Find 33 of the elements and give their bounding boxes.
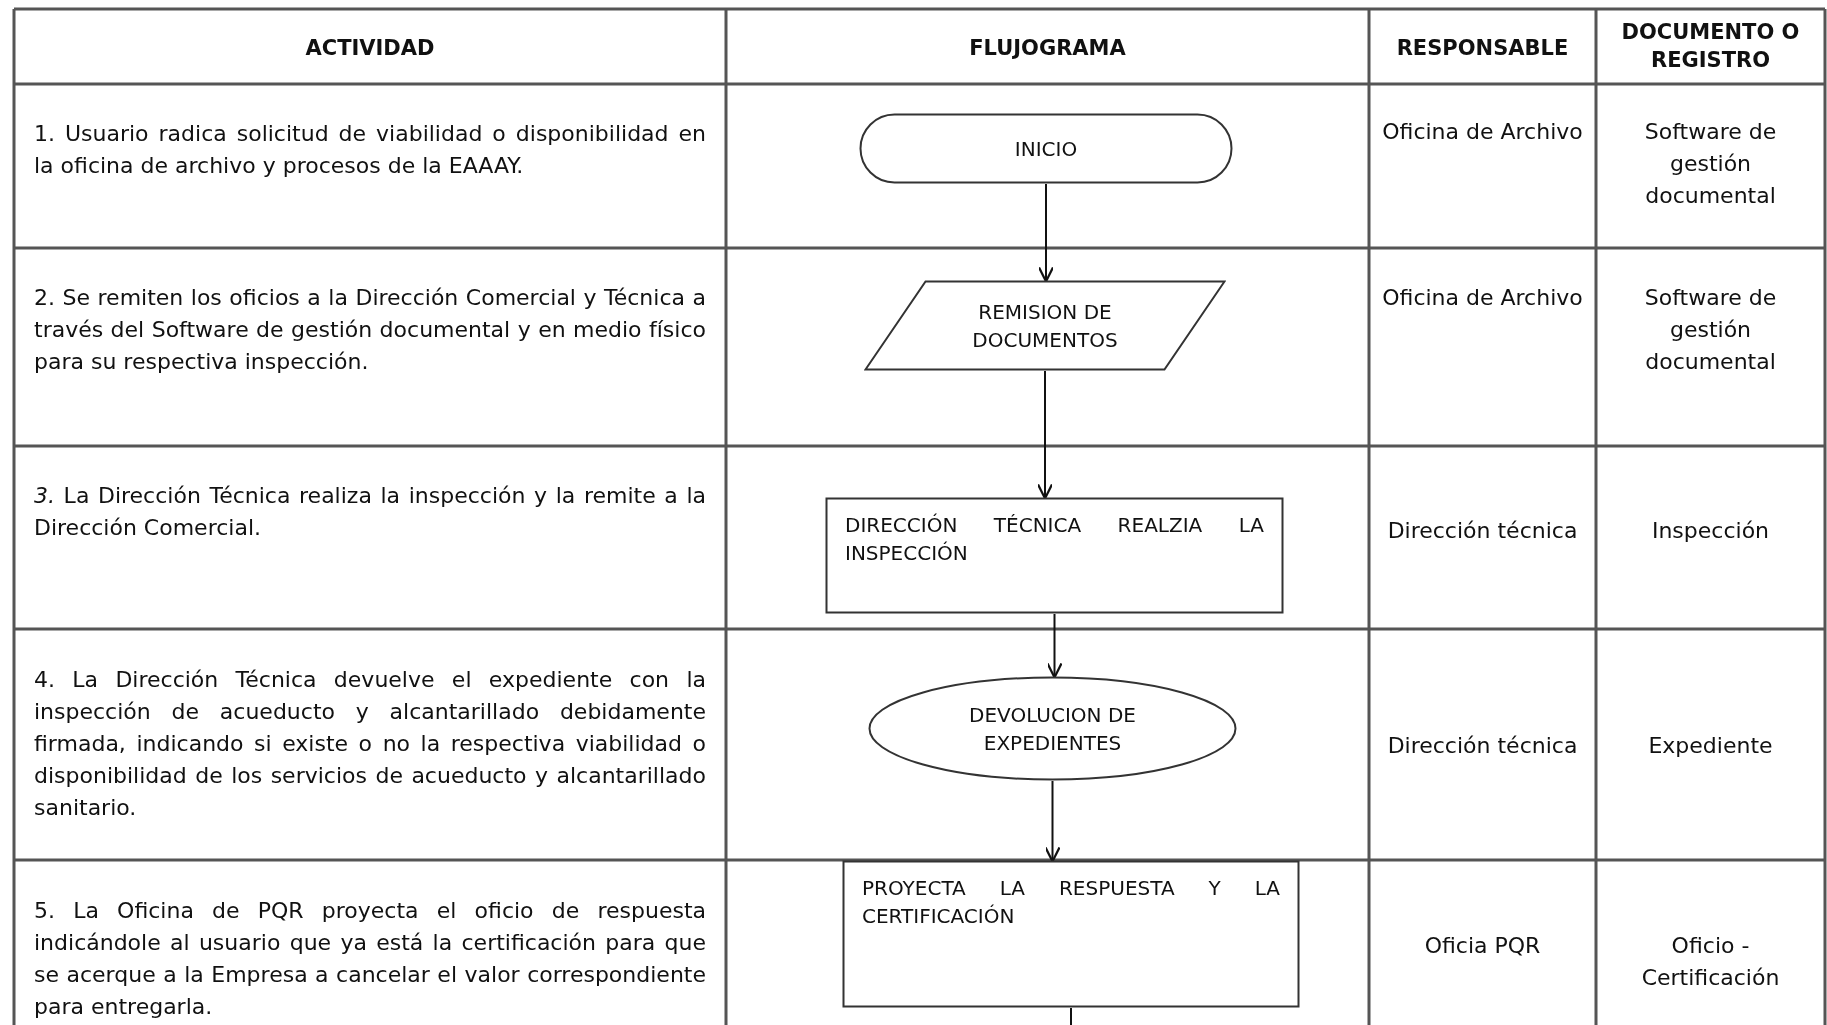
cell-text: Expediente	[1647, 732, 1774, 760]
activity-text: 2. Se remiten los oficios a la Dirección Comercial y Técnica a través del Software de gestión documental y en medio físico para su respectiva inspección.	[34, 284, 706, 376]
cell-text: Oficio - Certificación	[1640, 932, 1781, 992]
cell-text: Oficia PQR	[1423, 932, 1542, 960]
activity-text: 5. La Oficina de PQR proyecta el oficio de respuesta indicándole al usuario que ya está la certificación para que se acerque a la Empresa a cancelar el valor correspondiente para entregarla.	[34, 897, 706, 1021]
data-parallelogram	[864, 280, 1226, 371]
node-label: DIRECCIÓN TÉCNICA REALZIA LA INSPECCIÓN	[845, 512, 1264, 567]
column-header: RESPONSABLE	[1395, 35, 1570, 62]
cell-text: Inspección	[1650, 517, 1771, 545]
arrow	[1046, 613, 1063, 679]
arrow	[1037, 183, 1055, 283]
column-header: DOCUMENTO O REGISTRO	[1620, 19, 1801, 74]
cell-text: Software de gestión documental	[1643, 118, 1778, 210]
arrow	[1044, 780, 1061, 863]
node-label: INICIO	[1014, 135, 1078, 163]
process-box	[825, 497, 1284, 614]
column-header: FLUJOGRAMA	[968, 35, 1127, 62]
column-header: ACTIVIDAD	[304, 35, 436, 62]
cell-text: Oficina de Archivo	[1381, 118, 1584, 146]
process-box	[842, 860, 1300, 1008]
cell-text: Software de gestión documental	[1643, 284, 1778, 376]
connector-line	[1070, 1007, 1072, 1025]
node-label: DEVOLUCION DE EXPEDIENTES	[968, 701, 1137, 757]
node-label: PROYECTA LA RESPUESTA Y LA CERTIFICACIÓN	[862, 875, 1280, 930]
ellipse-shape	[868, 676, 1237, 781]
arrow	[1036, 370, 1054, 500]
cell-text: Dirección técnica	[1386, 732, 1579, 760]
cell-text: Dirección técnica	[1386, 517, 1579, 545]
node-label: REMISION DE DOCUMENTOS	[971, 298, 1119, 354]
activity-text: 3. La Dirección Técnica realiza la inspección y la remite a la Dirección Comercial.	[34, 482, 706, 542]
activity-text: 4. La Dirección Técnica devuelve el expediente con la inspección de acueducto y alcantarillado debidamente firmada, indicando si existe o no la respectiva viabilidad o disponibilidad de los servicios de acueducto y alcantarillado sanitario.	[34, 666, 706, 822]
activity-text: 1. Usuario radica solicitud de viabilidad o disponibilidad en la oficina de archivo y procesos de la EAAAY.	[34, 120, 706, 180]
cell-text: Oficina de Archivo	[1381, 284, 1584, 312]
